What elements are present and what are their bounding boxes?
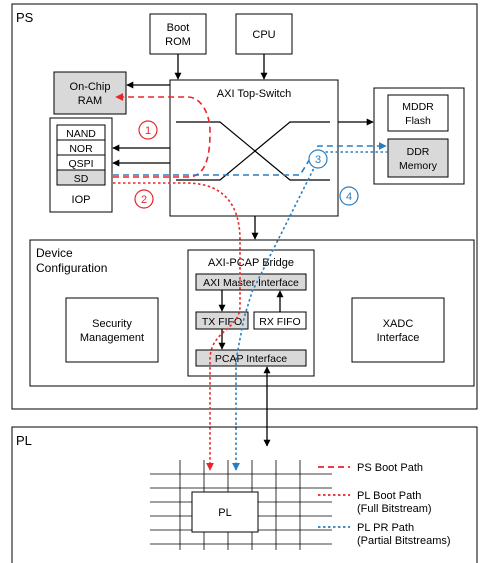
marker-2-label: 2 <box>141 194 147 206</box>
rx-fifo-label: RX FIFO <box>259 316 300 328</box>
mddr-flash-cell: MDDR Flash <box>387 94 449 132</box>
marker-4-label: 4 <box>346 191 352 203</box>
ps-boot-path <box>113 93 211 178</box>
marker-1-label: 1 <box>145 125 151 137</box>
device-configuration-block: Device Configuration Security Management… <box>29 239 475 387</box>
marker-4: 4 <box>339 186 359 206</box>
xadc-interface-block: XADC Interface <box>351 297 445 363</box>
iop-qspi-label: QSPI <box>68 158 93 170</box>
pl-pr-path <box>232 151 388 471</box>
marker-1: 1 <box>138 120 158 140</box>
iop-qspi-cell: QSPI <box>56 154 106 171</box>
axi-switch-label: AXI Top-Switch <box>217 88 291 100</box>
marker-3: 3 <box>308 149 328 169</box>
legend-ps-boot-label: PS Boot Path <box>357 462 423 474</box>
legend-pl-boot-label-line2: (Full Bitstream) <box>357 503 432 515</box>
security-management-block: Security Management <box>65 297 159 363</box>
crossbar-lines <box>176 121 330 181</box>
iop-label: IOP <box>72 194 91 206</box>
ps-label: PS <box>16 10 34 25</box>
pl-fabric-block <box>191 491 259 533</box>
on-chip-ram-block: On-Chip RAM <box>53 71 127 115</box>
security-label-line2: Management <box>80 332 144 344</box>
device-config-label-line1: Device <box>36 246 73 260</box>
mddr-label-line1: MDDR <box>402 101 434 113</box>
iop-nand-cell: NAND <box>56 124 106 141</box>
axi-master-label: AXI Master Interface <box>203 277 299 289</box>
rx-fifo-cell: RX FIFO <box>253 311 307 330</box>
marker-2: 2 <box>134 189 154 209</box>
memory-block: MDDR Flash DDR Memory <box>373 87 465 185</box>
pl-fabric-label: PL <box>218 507 231 519</box>
black-connections <box>112 54 374 447</box>
axi-master-interface-cell: AXI Master Interface <box>195 273 307 291</box>
ddr-memory-cell: DDR Memory <box>387 138 449 178</box>
boot-rom-label-line1: Boot <box>167 22 190 34</box>
xadc-label-line1: XADC <box>383 318 414 330</box>
iop-sd-label: SD <box>74 173 89 185</box>
mddr-label-line2: Flash <box>405 115 431 127</box>
pl-region <box>11 426 478 563</box>
legend-pl-pr-label-line2: (Partial Bitstreams) <box>357 535 451 547</box>
axi-pcap-bridge-block: AXI-PCAP Bridge AXI Master Interface TX … <box>187 249 315 377</box>
cpu-block: CPU <box>235 13 293 55</box>
boot-rom-label-line2: ROM <box>165 36 191 48</box>
iop-nor-cell: NOR <box>56 139 106 156</box>
ocm-label-line2: RAM <box>78 95 102 107</box>
iop-nand-label: NAND <box>66 128 96 140</box>
bridge-title: AXI-PCAP Bridge <box>208 257 294 269</box>
security-label-line1: Security <box>92 318 132 330</box>
tx-fifo-cell: TX FIFO <box>195 311 249 330</box>
legend-pl-pr-label-line1: PL PR Path <box>357 522 414 534</box>
pcap-label: PCAP Interface <box>215 353 287 365</box>
pl-label: PL <box>16 433 32 448</box>
pcap-interface-cell: PCAP Interface <box>195 349 307 367</box>
iop-sd-cell: SD <box>56 169 106 186</box>
axi-top-switch-block: AXI Top-Switch <box>169 79 339 217</box>
tx-fifo-label: TX FIFO <box>202 316 242 328</box>
device-config-label-line2: Configuration <box>36 261 107 275</box>
ocm-label-line1: On-Chip <box>70 81 111 93</box>
legend-pl-boot-label-line1: PL Boot Path <box>357 490 421 502</box>
legend: PS Boot Path PL Boot Path (Full Bitstrea… <box>318 462 451 547</box>
boot-rom-block: Boot ROM <box>149 13 207 55</box>
iop-nor-label: NOR <box>69 143 93 155</box>
cpu-label: CPU <box>252 29 275 41</box>
marker-3-label: 3 <box>315 154 321 166</box>
ps-region <box>11 3 478 410</box>
xadc-label-line2: Interface <box>377 332 420 344</box>
ddr-label-line1: DDR <box>407 146 430 158</box>
iop-block: NAND NOR QSPI SD IOP <box>49 117 113 213</box>
ddr-label-line2: Memory <box>399 160 438 172</box>
